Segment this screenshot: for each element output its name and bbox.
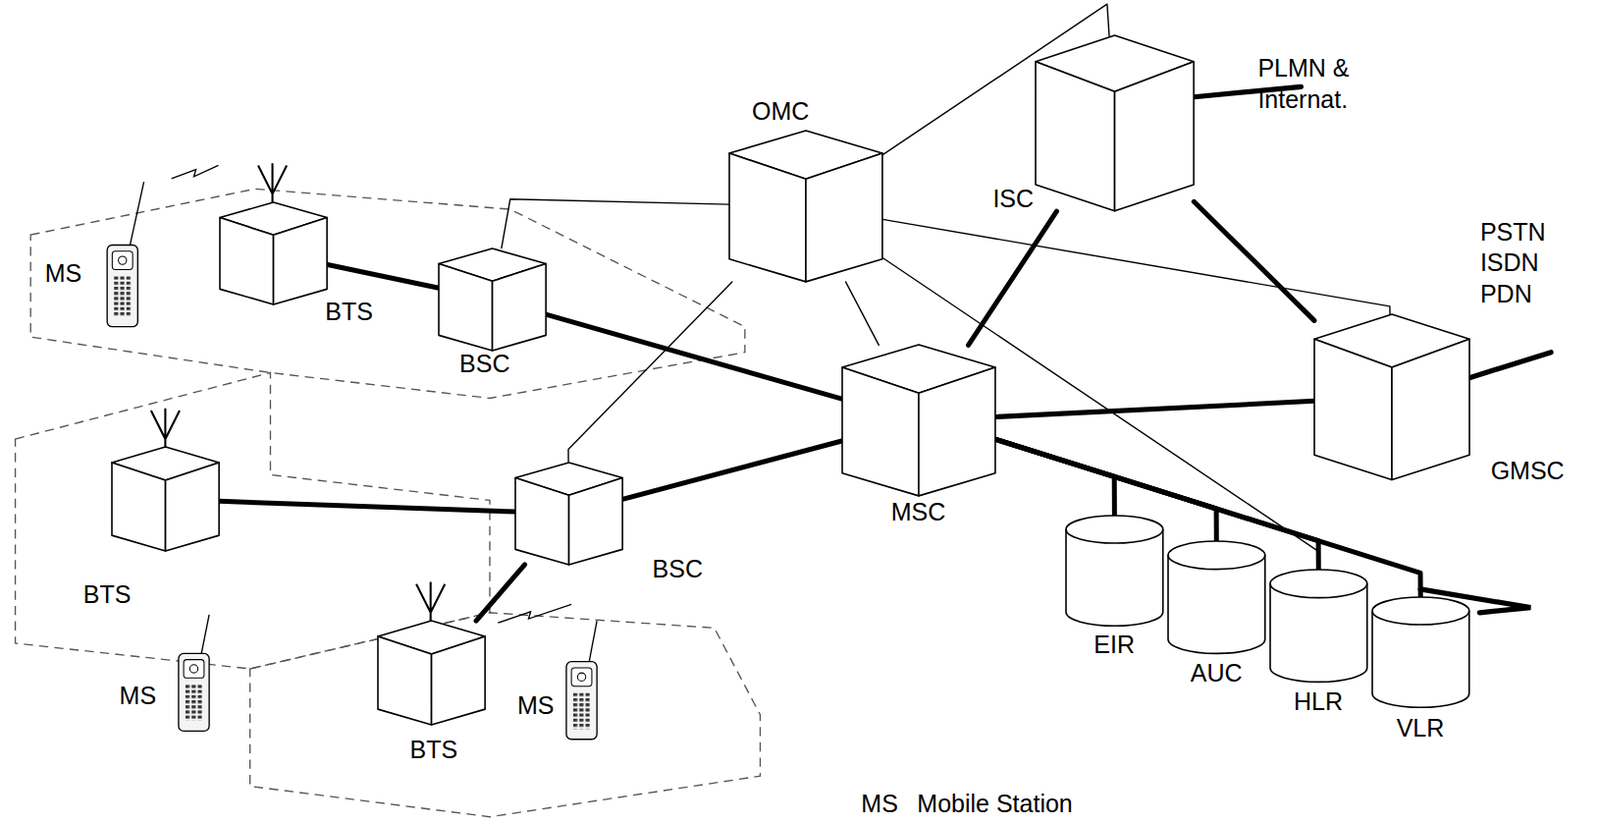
node-label: BSC [459, 349, 510, 380]
node-label: HLR [1293, 687, 1343, 718]
node-label: ISC [992, 183, 1034, 214]
node-label: VLR [1396, 713, 1445, 745]
database: HLR [1270, 569, 1368, 682]
mobile-phone [178, 614, 210, 732]
management-link [846, 281, 880, 346]
trunk-connector [326, 264, 439, 288]
antenna [151, 162, 445, 633]
trunk-connector [545, 314, 843, 399]
cube-shape [111, 446, 219, 551]
trunk-line [1469, 352, 1551, 378]
network-element: BTS [219, 202, 327, 305]
cell-outline [30, 188, 746, 398]
cube-shape [842, 344, 996, 496]
cylinder-shape [1270, 569, 1368, 682]
network-element: BTS [111, 446, 219, 551]
node-label: BTS [324, 297, 374, 328]
node-label: OMC [751, 97, 809, 128]
cube-shape [729, 130, 883, 282]
cube-shape [1314, 314, 1470, 480]
mobile-phone [106, 181, 144, 327]
annotation-label: MS [860, 789, 899, 820]
network-element: MSC [842, 344, 996, 496]
radio-link [171, 164, 219, 179]
cube-shape [1035, 35, 1194, 212]
node-label: EIR [1093, 629, 1135, 660]
annotation-label: Mobile Station [916, 789, 1072, 820]
mobile-phone [566, 620, 597, 740]
annotation-label: MS [45, 258, 83, 289]
radio-link [171, 164, 573, 623]
trunk-connector [1193, 201, 1315, 320]
network-element: GMSC [1314, 314, 1470, 480]
node-label: BSC [652, 553, 703, 585]
network-element: BTS [377, 620, 485, 725]
annotation-label: PSTN ISDN PDN [1480, 216, 1561, 310]
trunk-connector [995, 400, 1315, 417]
cylinder-shape [1066, 515, 1164, 626]
node-label: BTS [83, 579, 132, 610]
trunk-connector [995, 438, 1116, 516]
management-link [882, 258, 1319, 571]
trunk-connector [476, 564, 525, 621]
trunk-line [1193, 86, 1551, 612]
management-link [568, 281, 733, 463]
network-element: OMC [729, 130, 883, 282]
trunk-connector [622, 440, 843, 499]
database: EIR [1066, 515, 1164, 626]
cube-shape [377, 620, 485, 725]
network-element: BSC [438, 248, 546, 351]
cell-outline [15, 188, 761, 816]
radio-link [497, 603, 572, 623]
cell-outline [15, 372, 490, 668]
node-label: BTS [409, 735, 458, 766]
network-element: BSC [515, 462, 623, 565]
management-link [501, 199, 730, 249]
node-label: MSC [891, 496, 947, 528]
node-label: GMSC [1491, 456, 1565, 487]
mobile-phone [106, 181, 597, 740]
cube-shape [438, 248, 546, 351]
database: AUC [1168, 540, 1266, 653]
cube-shape [219, 202, 327, 305]
database: VLR [1372, 596, 1470, 707]
cylinder-shape [1168, 540, 1266, 653]
network-element: ISC [1035, 35, 1194, 212]
cube-shape [515, 462, 623, 565]
cell-outline [250, 612, 761, 817]
trunk-connector [219, 500, 517, 512]
node-label: AUC [1190, 658, 1243, 690]
annotation-label: MS [119, 680, 158, 711]
cylinder-shape [1372, 596, 1470, 707]
annotation-label: PLMN & Internat. [1257, 53, 1395, 115]
management-link [882, 218, 1390, 315]
annotation-label: MS [517, 691, 555, 722]
